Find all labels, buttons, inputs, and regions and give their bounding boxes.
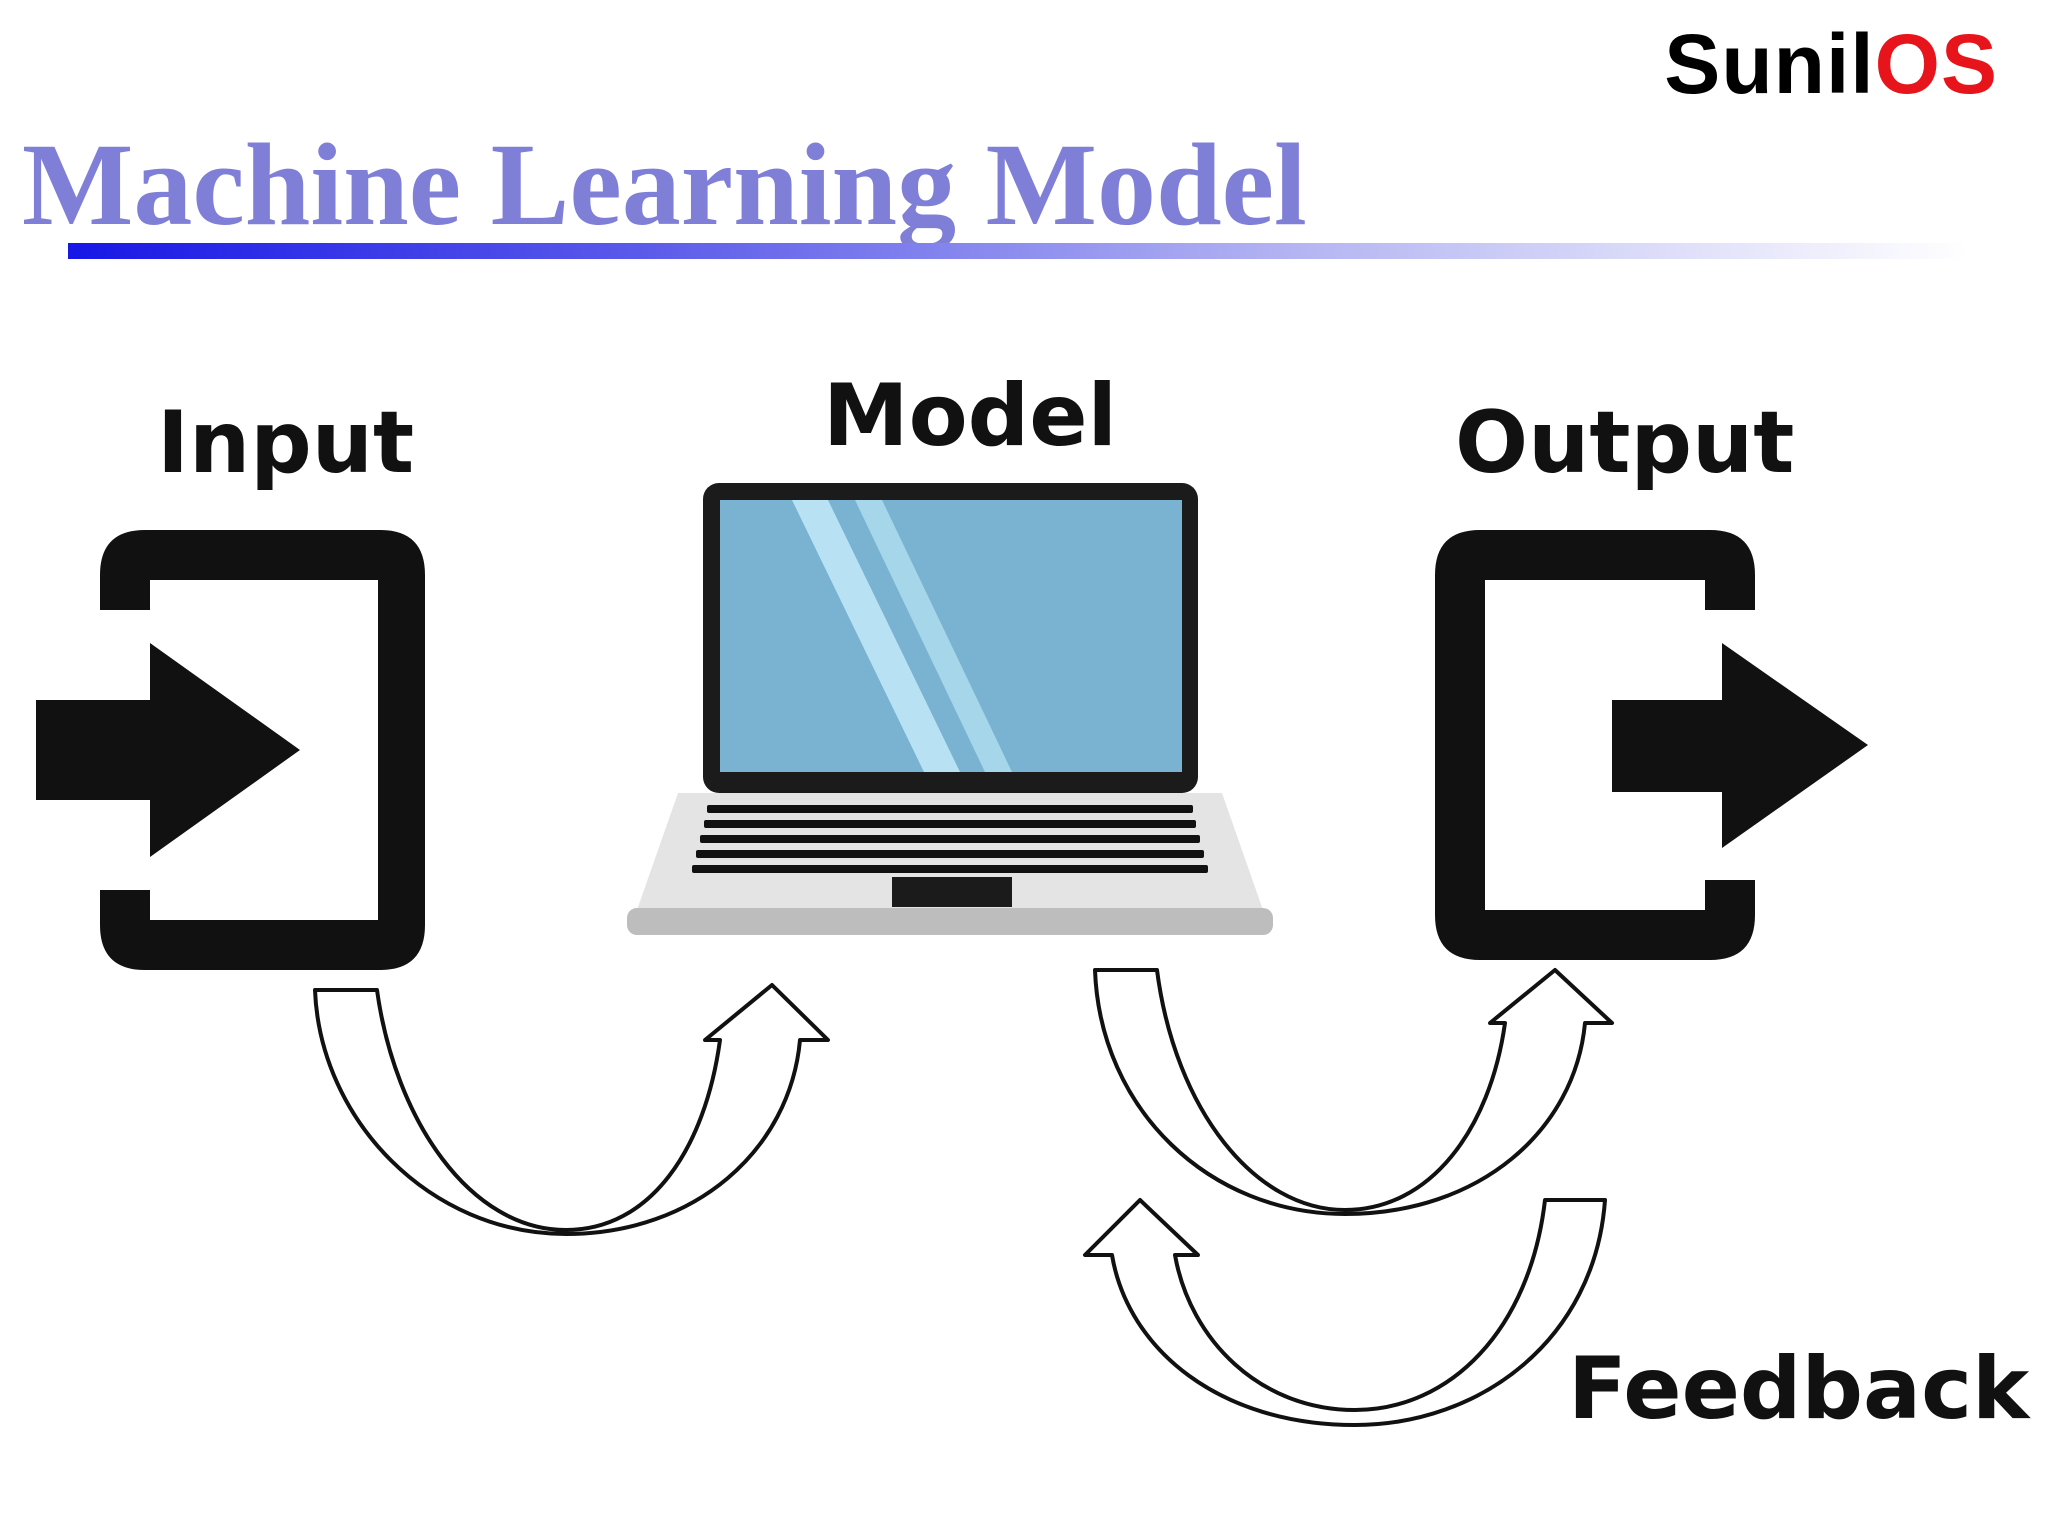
curved-arrow-icon	[1085, 1200, 1605, 1425]
output-label: Output	[1455, 393, 1794, 493]
input-label: Input	[157, 393, 414, 493]
input-icon	[36, 530, 425, 970]
model-label: Model	[823, 366, 1117, 466]
curved-arrow-icon	[1095, 970, 1612, 1214]
laptop-icon	[627, 483, 1273, 935]
feedback-label: Feedback	[1568, 1339, 2031, 1439]
curved-arrow-icon	[315, 985, 828, 1234]
output-icon	[1435, 530, 1868, 960]
